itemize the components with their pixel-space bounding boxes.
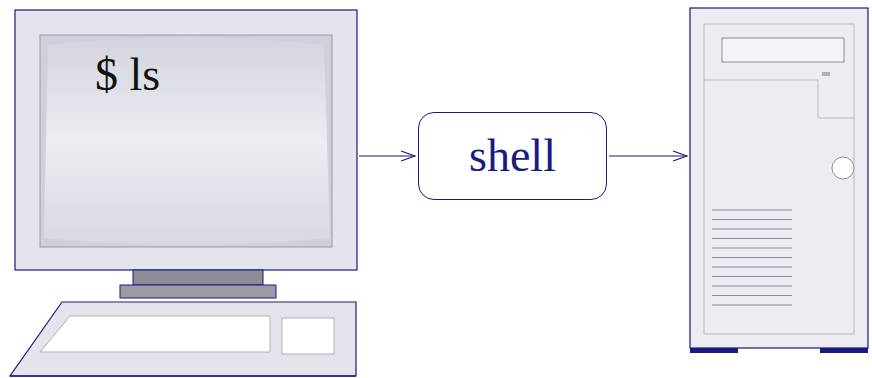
tower-illustration <box>690 8 868 353</box>
computer-tower <box>690 8 868 348</box>
vent-line <box>712 266 792 267</box>
monitor-illustration <box>15 10 357 298</box>
vent-line <box>712 228 792 229</box>
monitor-screen: $ ls <box>15 10 357 270</box>
vent-line <box>712 285 792 286</box>
vent-line <box>712 247 792 248</box>
arrow-connector <box>609 155 687 156</box>
vent-line <box>712 238 792 239</box>
vent-line <box>712 295 792 296</box>
arrow-connector <box>359 155 415 156</box>
vent-line <box>712 276 792 277</box>
node-label: shell <box>469 131 556 182</box>
vent-line <box>712 209 792 210</box>
command-text: $ ls <box>95 50 357 101</box>
vent-line <box>712 257 792 258</box>
shell-box: shell <box>418 112 607 200</box>
vent-line <box>712 304 792 305</box>
vent-line <box>712 219 792 220</box>
keyboard-illustration <box>10 302 356 376</box>
